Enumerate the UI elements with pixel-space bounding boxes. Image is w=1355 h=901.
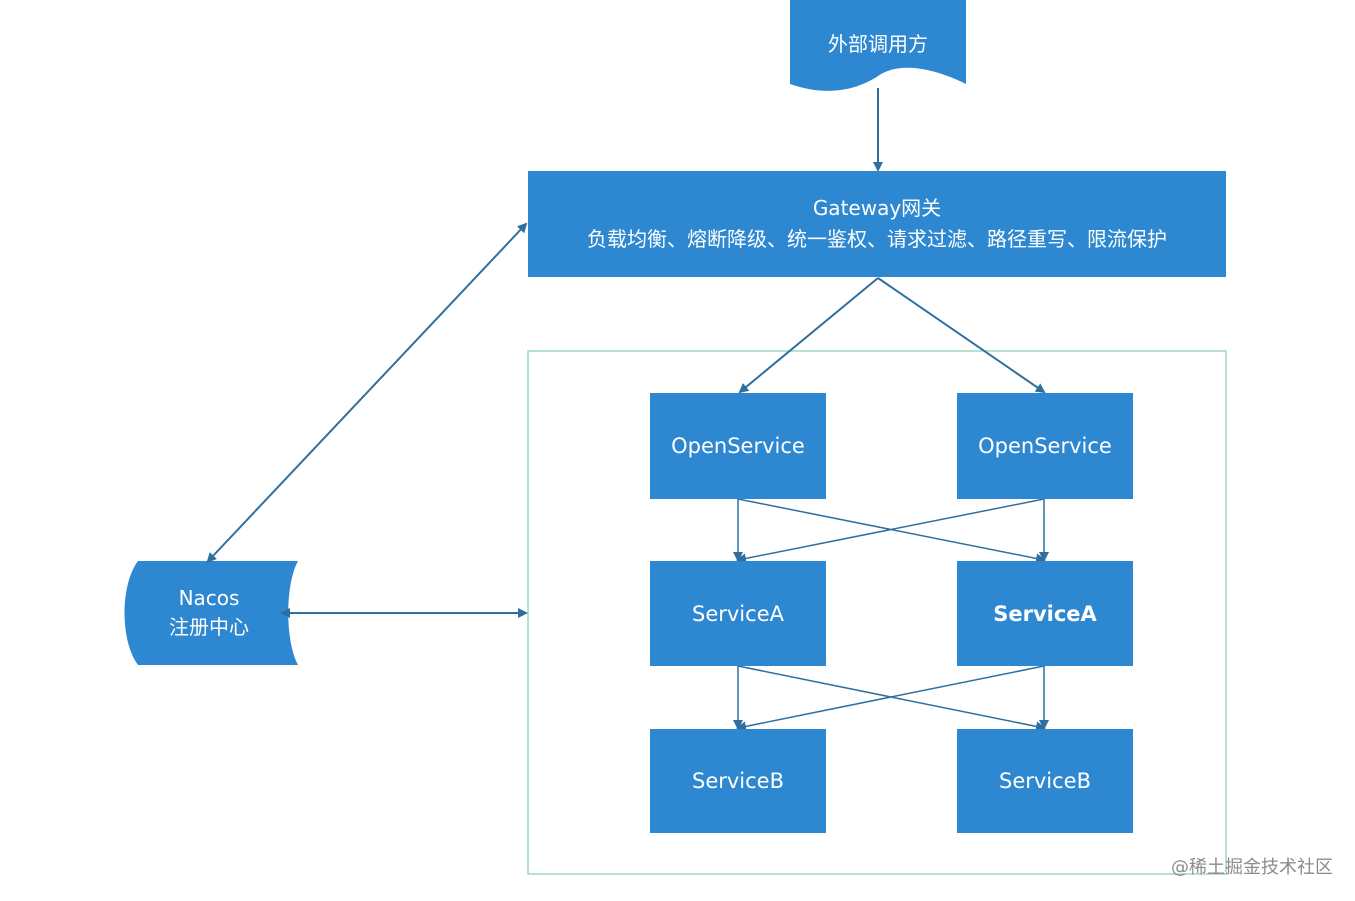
arrow-a-right-to-b-left bbox=[736, 665, 1045, 732]
arrow-nacos-gateway-bidirectional bbox=[206, 222, 528, 563]
arrow-gateway-to-openservice-left bbox=[738, 277, 879, 394]
nacos-storage-shape bbox=[124, 561, 298, 665]
service-cluster-border bbox=[527, 350, 1227, 875]
arrow-open-right-to-a-left bbox=[736, 498, 1045, 564]
gateway-node: Gateway网关 负载均衡、熔断降级、统一鉴权、请求过滤、路径重写、限流保护 bbox=[528, 171, 1226, 277]
servicea-left-label: ServiceA bbox=[692, 601, 784, 626]
watermark: @稀土掘金技术社区 bbox=[1171, 857, 1333, 878]
openservice-right-node: OpenService bbox=[957, 393, 1133, 499]
openservice-left-label: OpenService bbox=[671, 434, 805, 458]
serviceb-right-node: ServiceB bbox=[957, 729, 1133, 833]
openservice-left-node: OpenService bbox=[650, 393, 826, 499]
gateway-features: 负载均衡、熔断降级、统一鉴权、请求过滤、路径重写、限流保护 bbox=[587, 227, 1167, 251]
gateway-title: Gateway网关 bbox=[812, 196, 942, 220]
servicea-right-label: ServiceA bbox=[993, 601, 1097, 626]
serviceb-left-label: ServiceB bbox=[691, 769, 785, 793]
arrow-gateway-to-openservice-right bbox=[877, 277, 1046, 394]
serviceb-right-label: ServiceB bbox=[998, 769, 1092, 793]
openservice-right-label: OpenService bbox=[978, 434, 1112, 458]
caller-document-shape bbox=[790, 0, 966, 91]
serviceb-left-node: ServiceB bbox=[650, 729, 826, 833]
servicea-left-node: ServiceA bbox=[650, 561, 826, 666]
servicea-right-node: ServiceA bbox=[957, 561, 1133, 666]
